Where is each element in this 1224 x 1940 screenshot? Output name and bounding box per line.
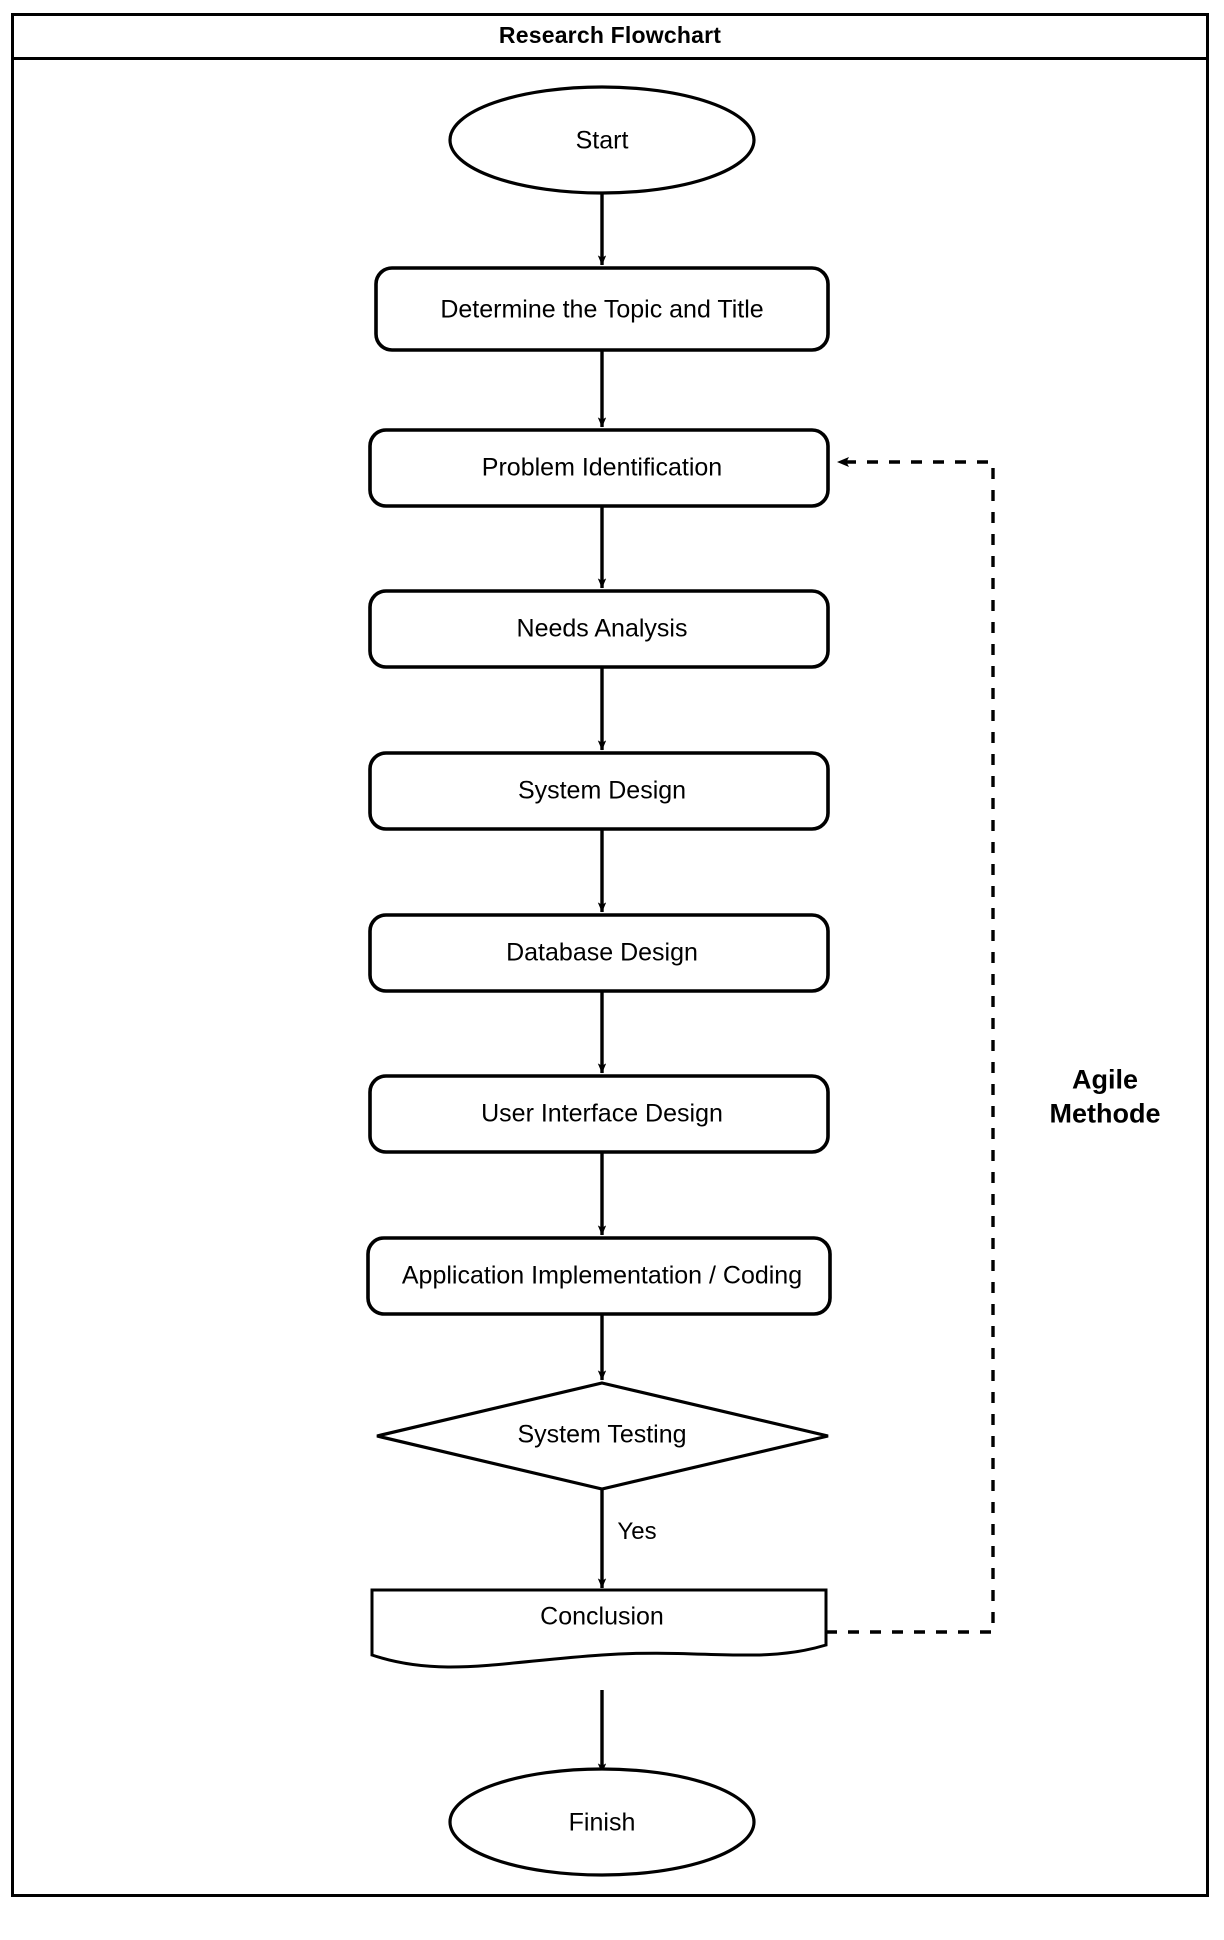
node-database-design[interactable] — [368, 913, 830, 993]
node-needs-analysis[interactable] — [368, 589, 830, 669]
node-application-implementation-coding[interactable] — [366, 1236, 832, 1316]
node-user-interface-design[interactable] — [368, 1074, 830, 1154]
edge-conclusion-to-problem-feedback — [826, 457, 995, 1634]
node-system-design[interactable] — [368, 751, 830, 831]
annotation-agile-line2: Methode — [1049, 1098, 1161, 1128]
node-system-testing[interactable] — [376, 1381, 829, 1491]
node-start[interactable] — [448, 85, 756, 195]
node-problem-identification[interactable] — [368, 428, 830, 508]
annotation-agile-line1: Agile — [1071, 1064, 1138, 1095]
title-bar: Research Flowchart — [11, 13, 1209, 60]
node-determine-topic-and-title[interactable] — [374, 266, 830, 352]
node-finish[interactable] — [448, 1767, 756, 1877]
edge-label-yes: Yes — [617, 1518, 657, 1545]
node-conclusion[interactable] — [370, 1588, 828, 1669]
page-title: Research Flowchart — [498, 21, 722, 48]
annotation-agile-methode: Agile Methode — [1050, 1063, 1161, 1131]
